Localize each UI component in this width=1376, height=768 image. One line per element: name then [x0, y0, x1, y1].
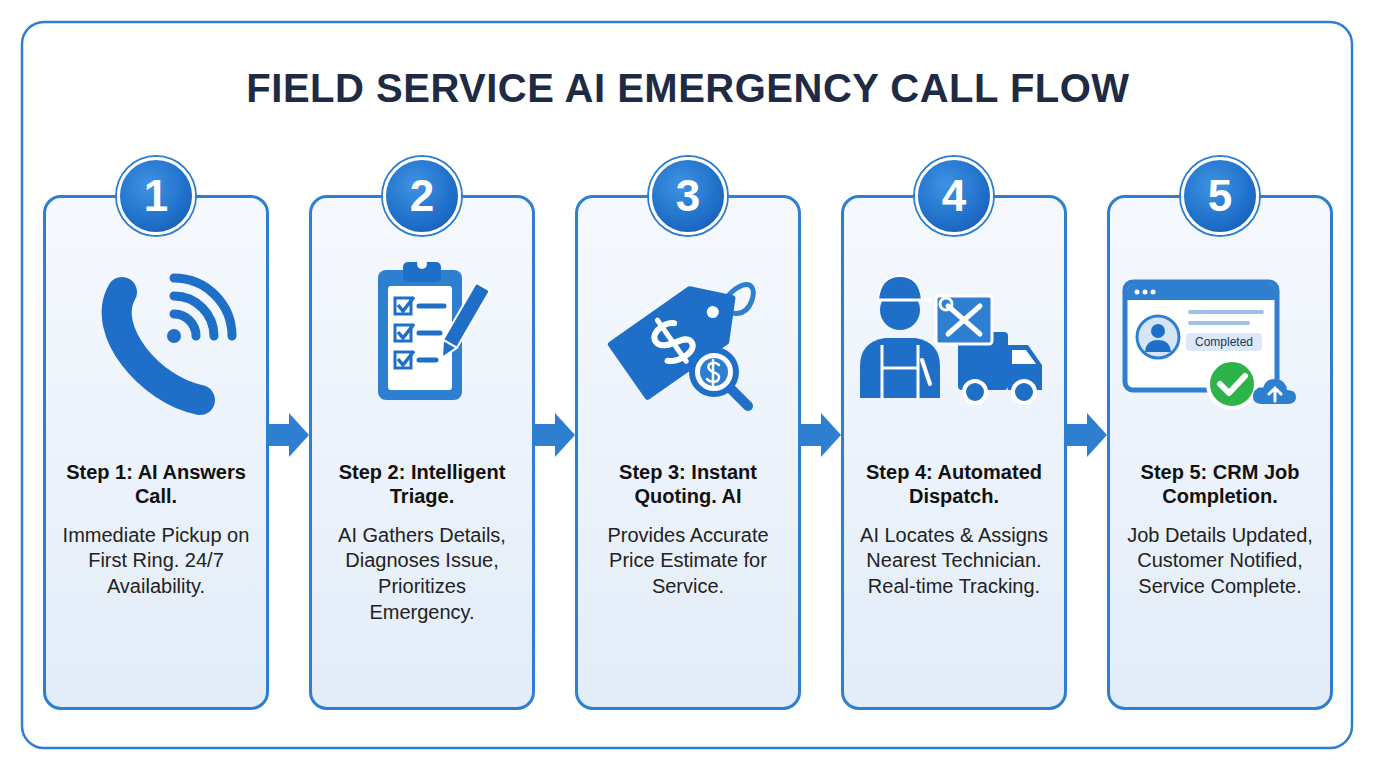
- signal-wave: [174, 278, 232, 336]
- step-number: 5: [1208, 174, 1232, 218]
- check-mark: [1220, 376, 1245, 393]
- step-card: 3Step 3: Instant Quoting. AIProvides Acc…: [575, 195, 801, 710]
- window-dot: [1135, 290, 1140, 295]
- signal-wave: [174, 314, 196, 336]
- browser-bar: [1127, 284, 1275, 300]
- window-dot: [1151, 290, 1156, 295]
- van-wheel: [1013, 381, 1035, 403]
- step-card: 4Step 4: Automated Dispatch.AI Locates &…: [841, 195, 1067, 710]
- pencil: [435, 283, 490, 362]
- card-fill: [575, 195, 801, 710]
- phone-icon: [117, 278, 232, 400]
- flow-arrow: [801, 413, 841, 457]
- crm-icon: [1125, 282, 1296, 408]
- van-window: [1012, 350, 1036, 364]
- overalls: [882, 345, 918, 398]
- crossed-tools: [948, 306, 980, 334]
- step-number-circle: 5: [1181, 157, 1259, 235]
- tag-hole: [704, 304, 721, 321]
- clipboard-paper: [388, 286, 452, 390]
- step-card: 2Step 2: Intelligent Triage.AI Gathers D…: [309, 195, 535, 710]
- step-description: Provides Accurate Price Estimate for Ser…: [590, 523, 786, 600]
- step-card: 5Step 5: CRM Job Completion.Job Details …: [1107, 195, 1333, 710]
- clipboard-icon: [378, 259, 490, 400]
- coin: [700, 358, 728, 386]
- cap-brim: [878, 299, 932, 302]
- step-description: AI Locates & Assigns Nearest Technician.…: [856, 523, 1052, 600]
- magnifier-lens: [692, 350, 736, 394]
- wrench-head: [940, 298, 952, 310]
- pencil-tip: [435, 340, 457, 362]
- step-description: AI Gathers Details, Diagnoses Issue, Pri…: [324, 523, 520, 625]
- flow-arrow: [1067, 413, 1107, 457]
- card-text: Step 1: AI Answers Call. Immediate Pickup…: [58, 460, 254, 600]
- signal-wave: [174, 296, 214, 336]
- dollar-bar: [657, 320, 686, 361]
- step-number-circle: 2: [383, 157, 461, 235]
- step-number-circle: 4: [915, 157, 993, 235]
- window-dot: [1143, 290, 1148, 295]
- step-number: 3: [676, 174, 700, 218]
- step-heading: Step 5: CRM Job Completion.: [1122, 460, 1318, 509]
- dispatch-icon: [860, 276, 1042, 403]
- technician-cap: [878, 276, 922, 300]
- cloud: [1253, 379, 1296, 404]
- card-fill: [43, 195, 269, 710]
- step-card: 1Step 1: AI Answers Call.Immediate Picku…: [43, 195, 269, 710]
- outer-panel: [22, 22, 1352, 748]
- step-number: 1: [144, 174, 168, 218]
- card-fill: [309, 195, 535, 710]
- card-text: Step 2: Intelligent Triage. AI Gathers De…: [324, 460, 520, 625]
- price-tag-icon: [611, 272, 753, 406]
- card-fill: [1107, 195, 1333, 710]
- magnifier-handle: [730, 388, 748, 406]
- signal-dot: [167, 329, 181, 343]
- card-text: Step 4: Automated Dispatch. AI Locates & …: [856, 460, 1052, 600]
- dollar-sign: [650, 318, 697, 366]
- handset: [117, 292, 200, 400]
- tool-box: [936, 296, 992, 344]
- step-description: Immediate Pickup on First Ring. 24/7 Ava…: [58, 523, 254, 600]
- card-text: Step 5: CRM Job Completion. Job Details U…: [1122, 460, 1318, 600]
- step-number: 2: [410, 174, 434, 218]
- list-lines: [419, 306, 444, 360]
- status-badge: Completed: [1186, 333, 1262, 351]
- upload-arrow: [1269, 388, 1281, 401]
- step-heading: Step 1: AI Answers Call.: [58, 460, 254, 509]
- step-number-circle: 3: [649, 157, 727, 235]
- check-marks: [398, 297, 414, 365]
- step-heading: Step 2: Intelligent Triage.: [324, 460, 520, 509]
- tag-body: [611, 272, 751, 397]
- hand-wrench: [922, 360, 930, 384]
- record-lines: [1190, 312, 1262, 323]
- check-circle: [1208, 360, 1256, 408]
- step-heading: Step 3: Instant Quoting. AI: [590, 460, 786, 509]
- diagram-title: FIELD SERVICE AI EMERGENCY CALL FLOW: [0, 66, 1376, 111]
- clip-hole: [417, 259, 427, 269]
- avatar-frame: [1137, 316, 1179, 358]
- flow-arrow: [269, 413, 309, 457]
- card-fill: [841, 195, 1067, 710]
- step-heading: Step 4: Automated Dispatch.: [856, 460, 1052, 509]
- pencil-body: [443, 283, 490, 348]
- avatar-head: [1151, 324, 1165, 338]
- van-wheel: [964, 381, 986, 403]
- flow-arrow: [535, 413, 575, 457]
- technician-body: [860, 338, 940, 398]
- card-text: Step 3: Instant Quoting. AI Provides Accu…: [590, 460, 786, 600]
- coin-dollar: [707, 360, 719, 385]
- step-description: Job Details Updated, Customer Notified, …: [1122, 523, 1318, 600]
- step-number: 4: [942, 174, 966, 218]
- step-number-circle: 1: [117, 157, 195, 235]
- avatar-body: [1145, 340, 1171, 352]
